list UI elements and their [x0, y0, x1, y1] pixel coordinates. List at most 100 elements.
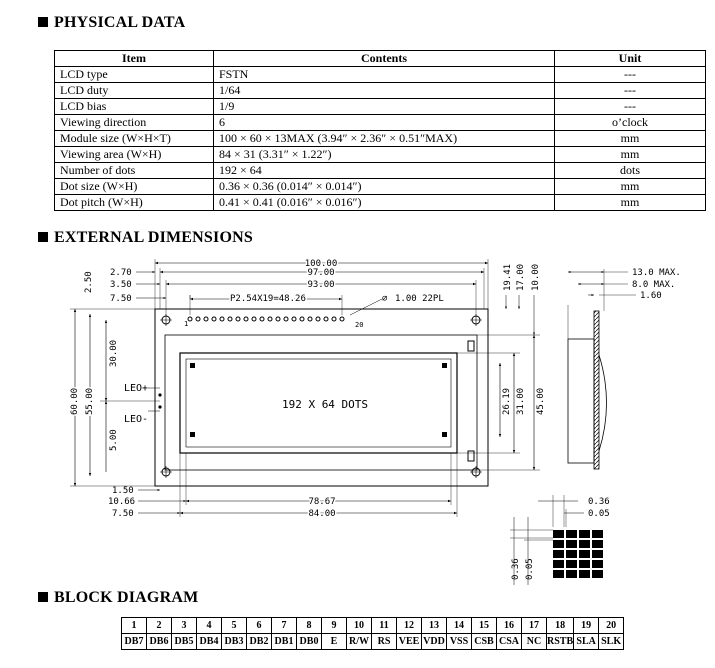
active-area — [185, 358, 452, 448]
row-contents: 6 — [213, 114, 555, 131]
led-minus-label: LEO- — [124, 414, 148, 425]
pin-name: VSS — [446, 633, 472, 650]
mounting-hole-icon — [160, 314, 172, 326]
bottom-dim: 84.00 — [308, 509, 335, 519]
pin-name: DB0 — [296, 633, 322, 650]
pin-name: DB3 — [221, 633, 247, 650]
top-dim: 97.00 — [307, 268, 334, 278]
pin-name: NC — [521, 633, 547, 650]
v-dim-2-50: 2.50 — [84, 271, 94, 293]
pin-number: 4 — [196, 617, 222, 634]
table-row: Viewing area (W×H)84 × 31 (3.31″ × 1.22″… — [54, 146, 706, 163]
row-contents: 84 × 31 (3.31″ × 1.22″) — [213, 146, 555, 163]
pin-name: DB1 — [271, 633, 297, 650]
row-item: Dot pitch (W×H) — [54, 194, 214, 211]
row-item: Viewing direction — [54, 114, 214, 131]
external-dimensions-heading: EXTERNAL DIMENSIONS — [38, 229, 253, 247]
v-dim: 30.00 — [109, 340, 119, 367]
table-row: Dot size (W×H)0.36 × 0.36 (0.014″ × 0.01… — [54, 178, 706, 195]
row-unit: mm — [554, 146, 706, 163]
row-unit: --- — [554, 98, 706, 115]
pin-number: 3 — [171, 617, 197, 634]
bottom-left-dim: 10.66 — [108, 497, 135, 507]
side-dim: 13.0 MAX. — [632, 268, 681, 278]
corner-dot — [442, 432, 447, 437]
dots-label: 192 X 64 DOTS — [282, 398, 368, 411]
left-dim: 7.50 — [110, 294, 132, 304]
side-view — [567, 269, 607, 470]
pin-name: DB6 — [146, 633, 172, 650]
external-dimensions-drawing: 192 X 64 DOTS 1 20 P2.54X19=48.26 ⌀ 1.00… — [69, 258, 681, 585]
row-unit: --- — [554, 66, 706, 83]
mounting-hole-icon — [470, 466, 482, 478]
row-item: LCD duty — [54, 82, 214, 99]
header-contents: Contents — [213, 50, 555, 67]
bottom-dim: 78.67 — [308, 497, 335, 507]
pin-number: 12 — [396, 617, 422, 634]
row-item: Number of dots — [54, 162, 214, 179]
pin-name: RS — [371, 633, 397, 650]
row-item: Dot size (W×H) — [54, 178, 214, 195]
header-item: Item — [54, 50, 214, 67]
display-bezel — [164, 334, 478, 471]
right-v-dim: 26.19 — [502, 388, 512, 415]
pin-number: 19 — [573, 617, 600, 634]
row-contents: 0.41 × 0.41 (0.016″ × 0.016″) — [213, 194, 555, 211]
right-top-dim: 17.00 — [516, 264, 526, 291]
bottom-left-dim: 1.50 — [112, 486, 134, 496]
pin-number: 13 — [421, 617, 447, 634]
row-contents: 192 × 64 — [213, 162, 555, 179]
table-row: Module size (W×H×T)100 × 60 × 13MAX (3.9… — [54, 130, 706, 147]
pin-header — [187, 316, 345, 322]
row-contents: 0.36 × 0.36 (0.014″ × 0.014″) — [213, 178, 555, 195]
pin-name: RSTB — [545, 633, 575, 650]
top-dim: 100.00 — [305, 259, 338, 269]
row-item: LCD bias — [54, 98, 214, 115]
table-row: Dot pitch (W×H)0.41 × 0.41 (0.016″ × 0.0… — [54, 194, 706, 211]
v-dim: 55.00 — [85, 388, 95, 415]
row-contents: 1/9 — [213, 98, 555, 115]
row-unit: mm — [554, 178, 706, 195]
pitch-dim: P2.54X19=48.26 — [230, 294, 306, 304]
corner-dot — [442, 363, 447, 368]
led-plus-label: LEO+ — [124, 383, 148, 394]
pin-number: 7 — [271, 617, 297, 634]
pin-name: CSA — [496, 633, 522, 650]
right-top-dim: 19.41 — [503, 264, 513, 291]
pin-number: 9 — [321, 617, 347, 634]
viewing-area — [179, 352, 458, 454]
top-dim: 93.00 — [307, 280, 334, 290]
pin-name: CSB — [471, 633, 497, 650]
pin-number: 17 — [521, 617, 547, 634]
row-item: Module size (W×H×T) — [54, 130, 214, 147]
block-diagram-title: BLOCK DIAGRAM — [54, 589, 199, 606]
pin1-label: 1 — [184, 320, 188, 328]
side-dim: 8.0 MAX. — [632, 280, 675, 290]
pin-name: SLK — [598, 633, 625, 650]
header-unit: Unit — [554, 50, 706, 67]
pin-name: DB2 — [246, 633, 272, 650]
left-dim: 2.70 — [110, 268, 132, 278]
dot-dim: 0.05 — [588, 509, 610, 519]
square-bullet-icon — [38, 17, 48, 27]
v-dim: 60.00 — [70, 388, 80, 415]
row-unit: o’clock — [554, 114, 706, 131]
hole-dim-icon: ⌀ — [382, 294, 388, 304]
external-dimensions-title: EXTERNAL DIMENSIONS — [54, 229, 253, 246]
row-unit: dots — [554, 162, 706, 179]
row-item: Viewing area (W×H) — [54, 146, 214, 163]
pin-number: 8 — [296, 617, 322, 634]
pin-name: VEE — [396, 633, 422, 650]
pin-name: SLA — [573, 633, 600, 650]
pin-name: DB4 — [196, 633, 222, 650]
physical-data-title: PHYSICAL DATA — [54, 14, 186, 31]
right-top-dim: 10.00 — [531, 264, 541, 291]
pin-number: 14 — [446, 617, 472, 634]
dot-detail-grid — [553, 530, 603, 578]
